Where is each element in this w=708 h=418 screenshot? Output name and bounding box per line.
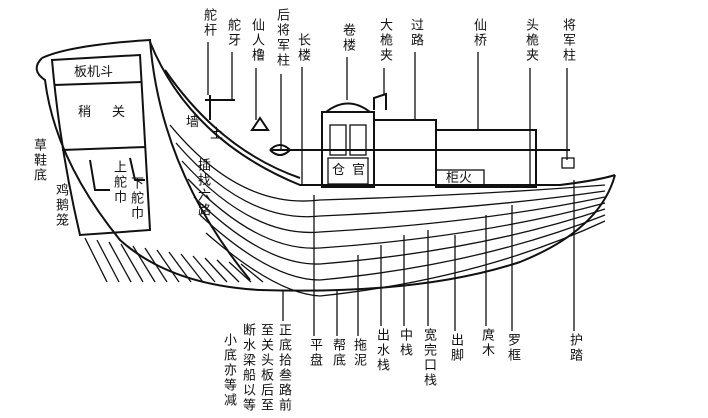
label-tu: 土 (210, 127, 224, 142)
label-top-10: 将军柱 (560, 18, 575, 63)
stern-hatching (240, 263, 264, 283)
label-top-8: 仙桥 (471, 18, 486, 48)
hull-plank (199, 214, 606, 281)
stern-hatching (96, 239, 120, 283)
label-bottom-5: 帮底 (330, 338, 345, 368)
stern-hatching (84, 237, 108, 283)
stern-hatching (228, 261, 252, 283)
label-chazhao-liulu: 插找六路 (195, 158, 210, 218)
label-xia-tuojin: 下舵巾 (128, 176, 143, 221)
stern-hatching (180, 253, 204, 283)
hull-plank (187, 178, 606, 249)
stern-hatching (120, 243, 144, 283)
label-guihuo: 柜火 (446, 171, 473, 186)
stern-hatching (204, 257, 228, 283)
label-top-1: 舵牙 (225, 18, 240, 48)
label-bottom-10: 出脚 (448, 333, 463, 363)
hull-drawing (35, 38, 616, 297)
label-top-7: 过路 (408, 18, 423, 48)
label-bottom-8: 中栈 (397, 328, 412, 358)
label-top-6: 大桅夹 (377, 18, 392, 63)
label-bottom-3: 正底拾叁路前 (276, 323, 291, 413)
label-bottom-0: 小底亦等减 (221, 333, 236, 408)
label-top-5: 卷楼 (340, 23, 355, 53)
label-bottom-7: 出水栈 (374, 328, 389, 373)
stern-hatching (144, 247, 168, 283)
label-ji-e-long: 鸡鹅笼 (53, 183, 68, 228)
label-top-9: 头桅夹 (523, 18, 538, 63)
label-cang: 仓 (332, 163, 346, 178)
label-bottom-6: 拖泥 (351, 338, 366, 368)
label-shao: 稍 (78, 105, 92, 120)
label-top-2: 仙人橹 (249, 18, 264, 63)
hull-plank (181, 160, 606, 234)
stern-hatching (216, 259, 240, 283)
label-qiang: 墙 (186, 115, 200, 130)
hull-plank (205, 220, 606, 297)
label-bottom-12: 罗框 (505, 333, 520, 363)
stern-hatching (168, 251, 192, 283)
stern-hatching (192, 255, 216, 283)
label-top-4: 长楼 (295, 33, 310, 63)
label-top-0: 舵杆 (201, 8, 216, 38)
stern-hatching (132, 245, 156, 283)
hull-plank (193, 196, 606, 265)
hull-plank (169, 124, 606, 202)
label-bottom-9: 宽完口栈 (421, 328, 436, 388)
label-guan-official: 官 (352, 163, 366, 178)
label-bottom-2: 至关头板后至 (258, 323, 273, 413)
label-bottom-1: 断水梁船以等 (240, 323, 255, 413)
label-caoxiedi: 草鞋底 (31, 138, 46, 183)
label-banjidou: 板机斗 (74, 65, 114, 80)
label-bottom-13: 护踏 (567, 333, 582, 363)
stern-hatching (108, 241, 132, 283)
stern-hatching (156, 249, 180, 283)
label-bottom-11: 庹木 (479, 328, 494, 358)
label-shang-tuojin: 上舵巾 (111, 160, 126, 205)
label-guan: 关 (112, 105, 126, 120)
label-top-3: 后将军柱 (274, 8, 289, 68)
label-bottom-4: 平盘 (307, 338, 322, 368)
hull-plank (175, 142, 606, 218)
